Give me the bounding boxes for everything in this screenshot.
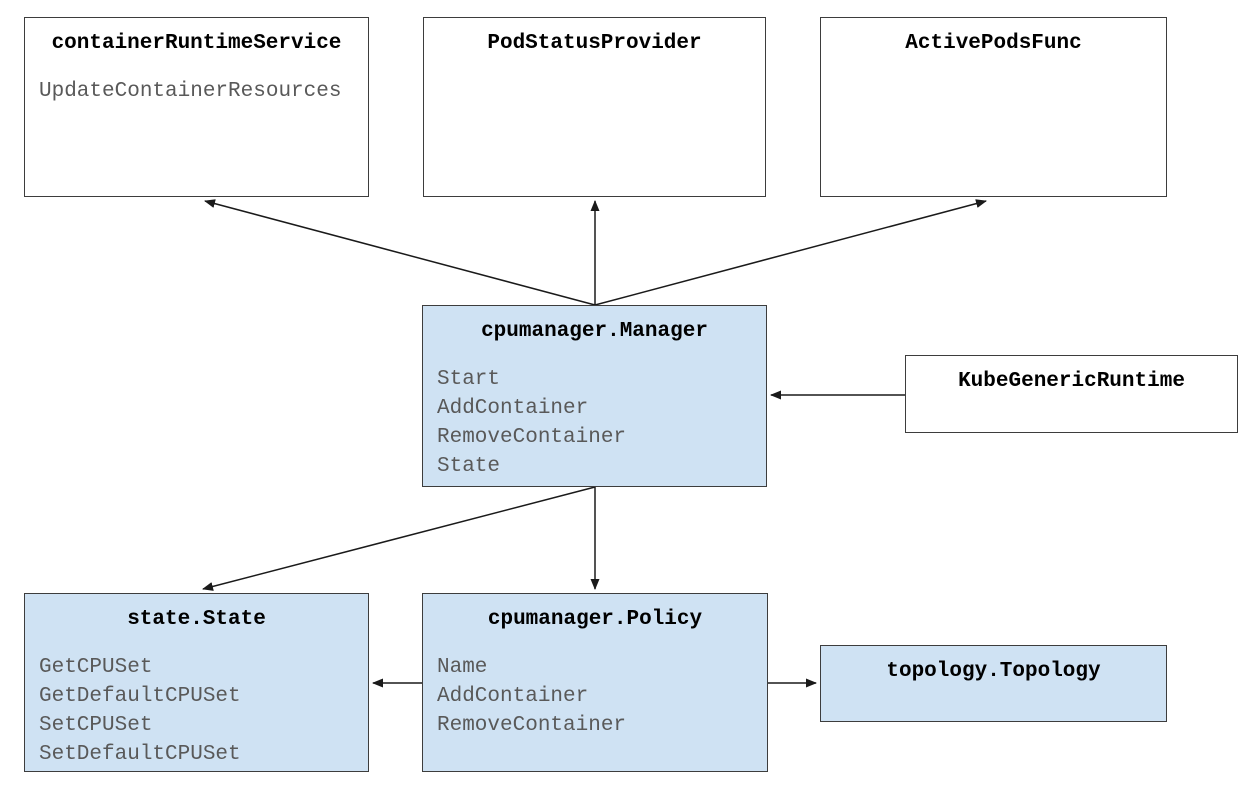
node-cpumanager-policy: cpumanager.Policy Name AddContainer Remo…: [422, 593, 768, 772]
method-line: AddContainer: [437, 685, 589, 708]
node-title: ActivePodsFunc: [905, 32, 1082, 55]
node-methods: Start AddContainer RemoveContainer State: [423, 365, 766, 481]
node-container-runtime-service: containerRuntimeService UpdateContainerR…: [24, 17, 369, 197]
node-methods: UpdateContainerResources: [25, 77, 368, 106]
method-line: GetCPUSet: [39, 656, 153, 679]
edge-manager-to-container-runtime-service: [204, 199, 596, 306]
node-title: PodStatusProvider: [487, 32, 702, 55]
method-line: State: [437, 455, 501, 478]
method-line: Start: [437, 368, 501, 391]
node-cpumanager-manager: cpumanager.Manager Start AddContainer Re…: [422, 305, 767, 487]
node-state-state: state.State GetCPUSet GetDefaultCPUSet S…: [24, 593, 369, 772]
node-kube-generic-runtime: KubeGenericRuntime: [905, 355, 1238, 433]
node-title: state.State: [127, 608, 266, 631]
method-line: SetCPUSet: [39, 714, 153, 737]
method-line: UpdateContainerResources: [39, 80, 342, 103]
method-line: SetDefaultCPUSet: [39, 743, 241, 766]
method-line: RemoveContainer: [437, 426, 627, 449]
method-line: Name: [437, 656, 488, 679]
node-title: cpumanager.Manager: [481, 320, 708, 343]
node-topology-topology: topology.Topology: [820, 645, 1167, 722]
node-methods: Name AddContainer RemoveContainer: [423, 653, 767, 740]
method-line: GetDefaultCPUSet: [39, 685, 241, 708]
method-line: RemoveContainer: [437, 714, 627, 737]
node-methods: GetCPUSet GetDefaultCPUSet SetCPUSet Set…: [25, 653, 368, 769]
edge-manager-to-active-pods-func: [594, 199, 987, 306]
edge-manager-to-state: [202, 486, 596, 591]
method-line: AddContainer: [437, 397, 589, 420]
node-pod-status-provider: PodStatusProvider: [423, 17, 766, 197]
node-title: containerRuntimeService: [51, 32, 342, 55]
node-active-pods-func: ActivePodsFunc: [820, 17, 1167, 197]
node-title: topology.Topology: [886, 660, 1101, 683]
node-title: cpumanager.Policy: [487, 608, 703, 631]
node-title: KubeGenericRuntime: [958, 370, 1185, 393]
